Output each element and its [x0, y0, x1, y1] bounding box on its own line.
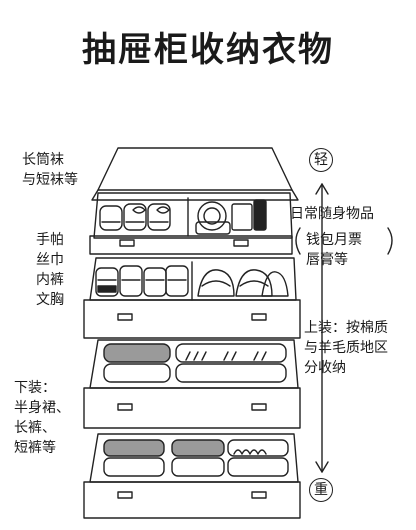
- drawer-2-handle-right: [251, 313, 267, 321]
- folded-tops-icon: [103, 343, 287, 383]
- bottoms-label: 下装： 半身裙、 长裤、 短裤等: [14, 380, 70, 456]
- drawer-1-handle-left: [119, 239, 135, 247]
- folded-underwear-icon: [95, 265, 189, 297]
- drawer-3-handle-left: [117, 403, 133, 411]
- heavy-marker: 重: [309, 478, 333, 502]
- drawer-2: [83, 257, 301, 339]
- bras-icon: [197, 269, 289, 297]
- examples-bracket-right: [387, 227, 393, 255]
- weight-arrow: [315, 183, 329, 473]
- socks-label: 长筒袜 与短袜等: [22, 152, 78, 188]
- daily-items-icon: [195, 199, 267, 235]
- drawer-2-handle-left: [117, 313, 133, 321]
- tops-label: 上装：按棉质 与羊毛质地区 分收纳: [304, 320, 388, 376]
- daily-items-label: 日常随身物品: [290, 206, 374, 222]
- drawer-4: [83, 433, 301, 519]
- drawer-3: [83, 339, 301, 429]
- small-items-label: 手帕 丝巾 内裤 文胸: [36, 232, 64, 308]
- drawer-3-handle-right: [251, 403, 267, 411]
- cabinet-lid: [91, 147, 299, 201]
- examples-bracket-left: [295, 227, 301, 255]
- light-marker: 轻: [309, 148, 333, 172]
- daily-examples-label: 钱包月票 唇膏等: [306, 232, 362, 268]
- drawer-4-handle-left: [117, 491, 133, 499]
- drawer-1-handle-right: [233, 239, 249, 247]
- folded-bottoms-icon: [103, 439, 289, 477]
- drawer-4-handle-right: [251, 491, 267, 499]
- drawer-1: [89, 192, 293, 255]
- page-title: 抽屉柜收纳衣物: [82, 30, 334, 70]
- rolled-socks-icon: [99, 203, 171, 231]
